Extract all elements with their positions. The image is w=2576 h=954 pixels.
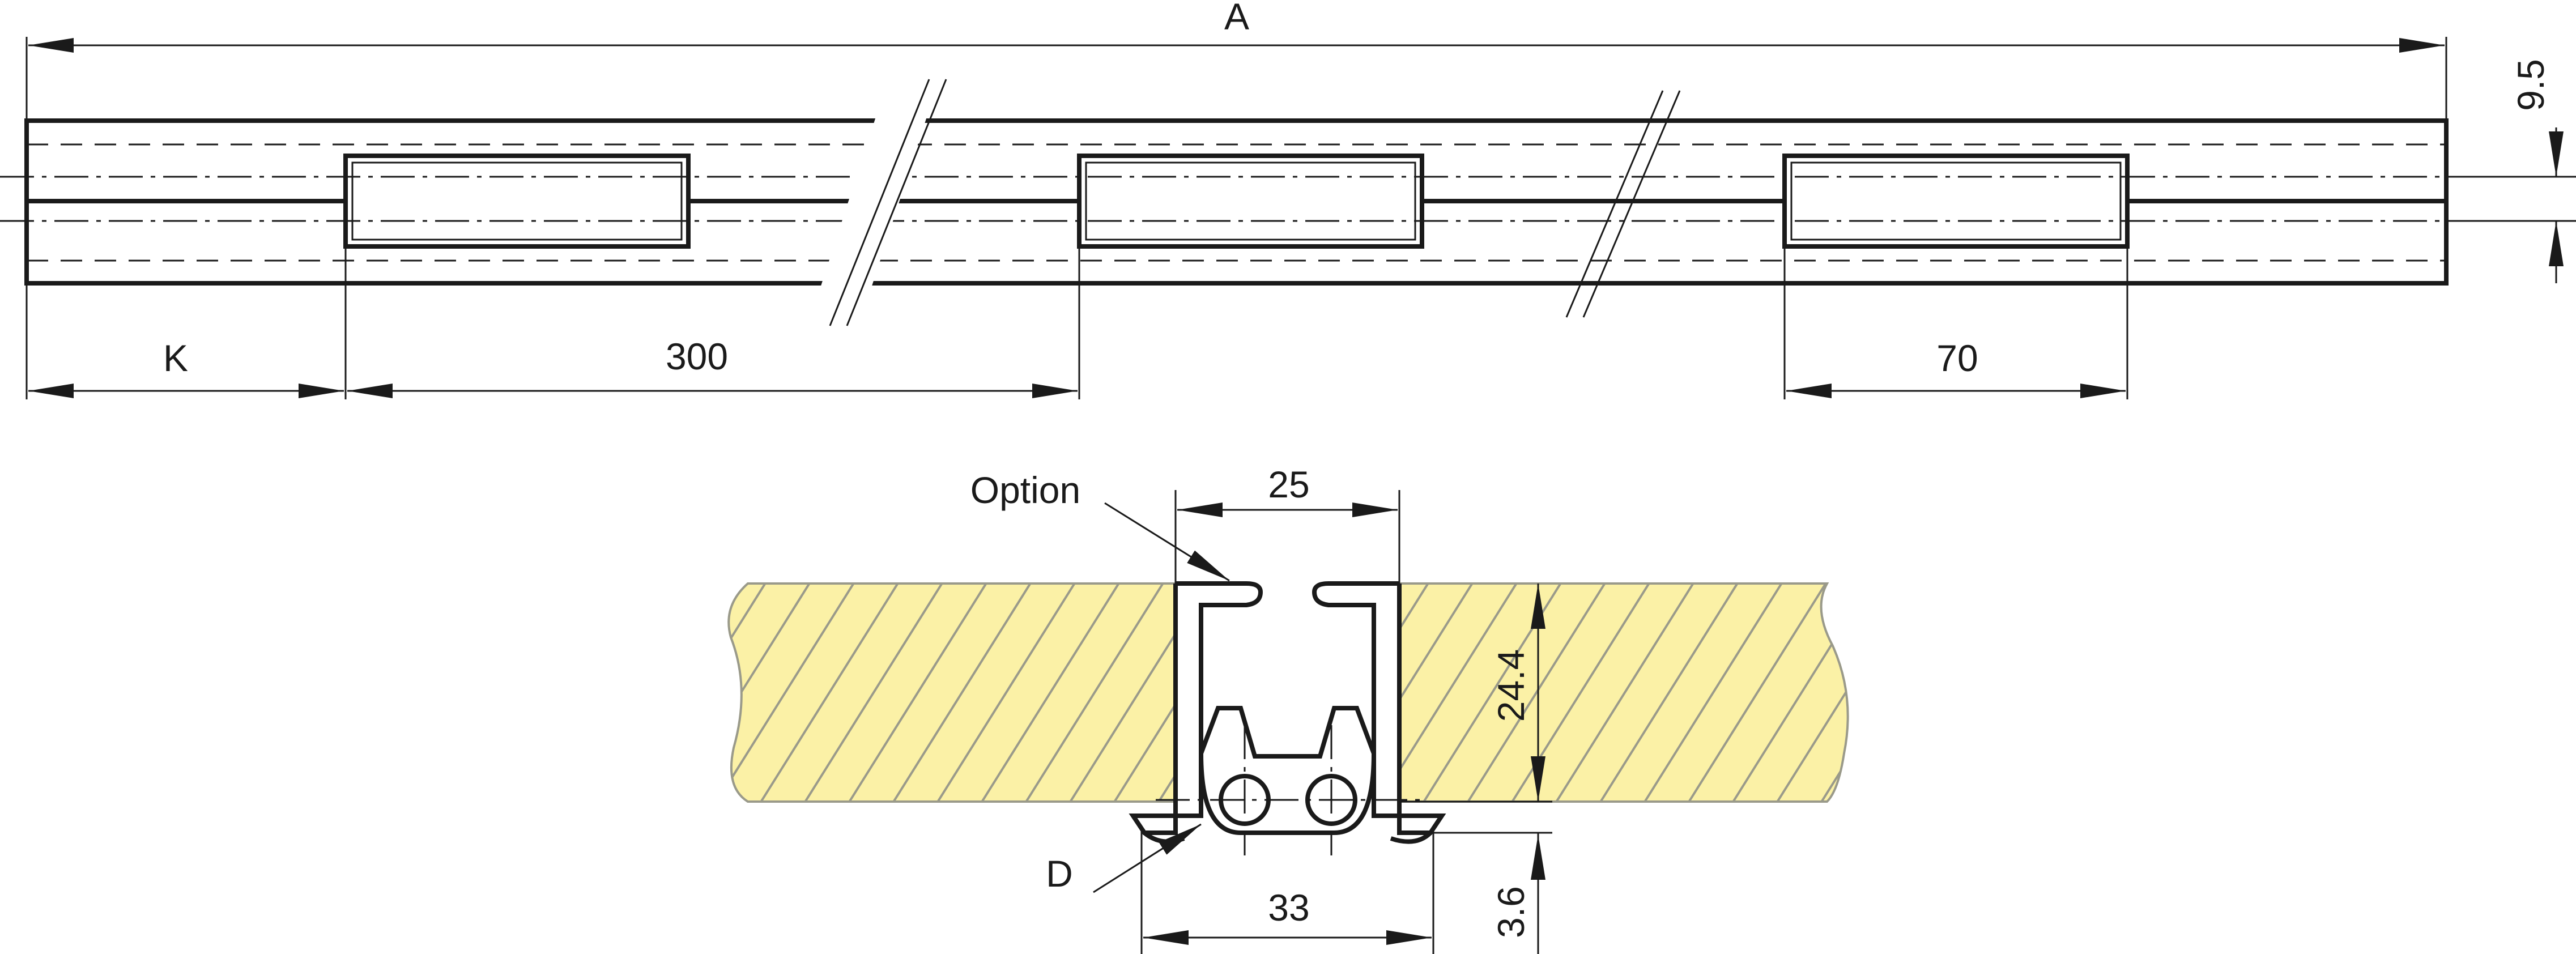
dimension-a-label: A xyxy=(1224,0,1249,37)
dimension-24-4-label: 24.4 xyxy=(1490,649,1532,722)
option-label: Option xyxy=(970,469,1080,511)
dimension-25: 25 xyxy=(1174,463,1400,584)
rail-profile xyxy=(1129,581,1446,855)
rail-top-view xyxy=(0,118,2576,286)
hatch-line xyxy=(1241,584,1390,802)
hatch-line xyxy=(1594,584,1744,802)
dimension-k: K xyxy=(25,246,347,399)
hatch-line xyxy=(1550,584,1700,802)
dimension-70-label: 70 xyxy=(1936,337,1978,379)
dimension-24-4: 24.4 xyxy=(1399,584,1552,803)
hatch-line xyxy=(1683,584,1832,802)
dimension-33: 33 xyxy=(1140,827,1434,954)
hatch-line xyxy=(1949,575,2096,810)
dimension-70: 70 xyxy=(1783,246,2128,399)
hatch-line xyxy=(1638,584,1788,802)
dimension-a: A xyxy=(25,0,2447,122)
hatch-line xyxy=(1462,584,1611,802)
top-view: A xyxy=(0,0,2576,399)
slot-1 xyxy=(343,154,691,249)
hatch-line xyxy=(1727,584,1848,802)
hatch-line xyxy=(1860,575,2008,810)
hatch-line xyxy=(1020,584,1169,802)
hatch-line xyxy=(729,584,860,802)
hatch-line xyxy=(1905,575,2052,810)
d-label: D xyxy=(1046,853,1073,895)
hatch-line xyxy=(931,584,1081,802)
dimension-9-5-label: 9.5 xyxy=(2510,59,2552,111)
dimension-33-label: 33 xyxy=(1268,887,1309,929)
dimension-25-label: 25 xyxy=(1268,463,1309,505)
hatch-line xyxy=(755,584,904,802)
dimension-300-label: 300 xyxy=(666,335,728,377)
dimension-3-6: 3.6 xyxy=(1430,832,1552,954)
hatch-line xyxy=(1197,584,1346,802)
hatch-line xyxy=(843,584,993,802)
dimension-k-label: K xyxy=(163,337,188,379)
dimension-300: 300 xyxy=(347,246,1080,399)
section-view: 25 Option 24.4 3.6 D xyxy=(727,463,2096,954)
slot-2 xyxy=(1077,154,1424,249)
dimension-3-6-label: 3.6 xyxy=(1490,886,1532,938)
hatch-line xyxy=(799,584,948,802)
slot-3 xyxy=(1782,154,2130,249)
hatch-line xyxy=(976,584,1125,802)
break-mark-2 xyxy=(1565,90,1681,318)
wood-section xyxy=(727,575,2096,810)
break-mark-1 xyxy=(820,79,947,326)
hatch-line xyxy=(729,584,772,802)
hatch-line xyxy=(1771,584,1848,802)
d-callout: D xyxy=(1046,823,1202,895)
dimension-9-5: 9.5 xyxy=(2446,59,2576,283)
option-callout: Option xyxy=(970,469,1230,582)
hatch-line xyxy=(887,584,1037,802)
